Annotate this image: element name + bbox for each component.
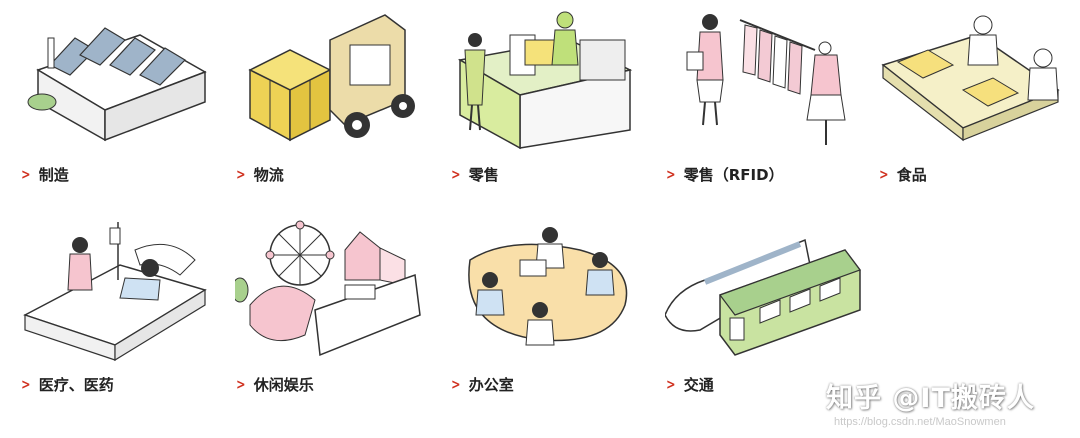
forklift-icon [248, 14, 415, 142]
amusement-park-icon [235, 220, 421, 357]
category-label: > 医疗、医药 [21, 376, 114, 394]
category-retail-rfid[interactable]: > 零售（RFID） [665, 10, 865, 190]
watermark-url: https://blog.csdn.net/MaoSnowmen [834, 416, 1006, 428]
category-manufacturing[interactable]: > 制造 [20, 10, 220, 190]
category-label: > 办公室 [451, 376, 514, 394]
chevron-right-icon: > [879, 166, 889, 183]
chevron-right-icon: > [21, 376, 31, 393]
category-label: > 休闲娱乐 [236, 376, 314, 394]
chevron-right-icon: > [451, 166, 461, 183]
category-medical[interactable]: > 医疗、医药 [20, 220, 220, 400]
chevron-right-icon: > [236, 376, 246, 393]
category-label: > 制造 [21, 166, 69, 184]
category-label: > 物流 [236, 166, 284, 184]
category-food[interactable]: > 食品 [878, 10, 1068, 190]
food-processing-icon [881, 15, 1060, 142]
checkout-counter-icon [457, 11, 633, 150]
chevron-right-icon: > [21, 166, 31, 183]
category-transport[interactable]: > 交通 [665, 220, 865, 400]
train-icon [665, 238, 861, 356]
watermark-main: 知乎 @IT搬砖人 [826, 383, 1035, 414]
category-label: > 交通 [666, 376, 714, 394]
chevron-right-icon: > [451, 376, 461, 393]
clothing-rack-icon [686, 14, 846, 145]
category-leisure[interactable]: > 休闲娱乐 [235, 220, 435, 400]
chevron-right-icon: > [666, 166, 676, 183]
category-logistics[interactable]: > 物流 [235, 10, 435, 190]
factory-icon [27, 27, 207, 142]
category-label: > 零售 [451, 166, 499, 184]
category-label: > 食品 [879, 166, 927, 184]
category-label: > 零售（RFID） [666, 166, 784, 184]
chevron-right-icon: > [236, 166, 246, 183]
chevron-right-icon: > [666, 376, 676, 393]
hospital-bed-icon [23, 222, 207, 362]
category-retail[interactable]: > 零售 [450, 10, 650, 190]
category-office[interactable]: > 办公室 [450, 220, 650, 400]
meeting-table-icon [468, 227, 628, 346]
